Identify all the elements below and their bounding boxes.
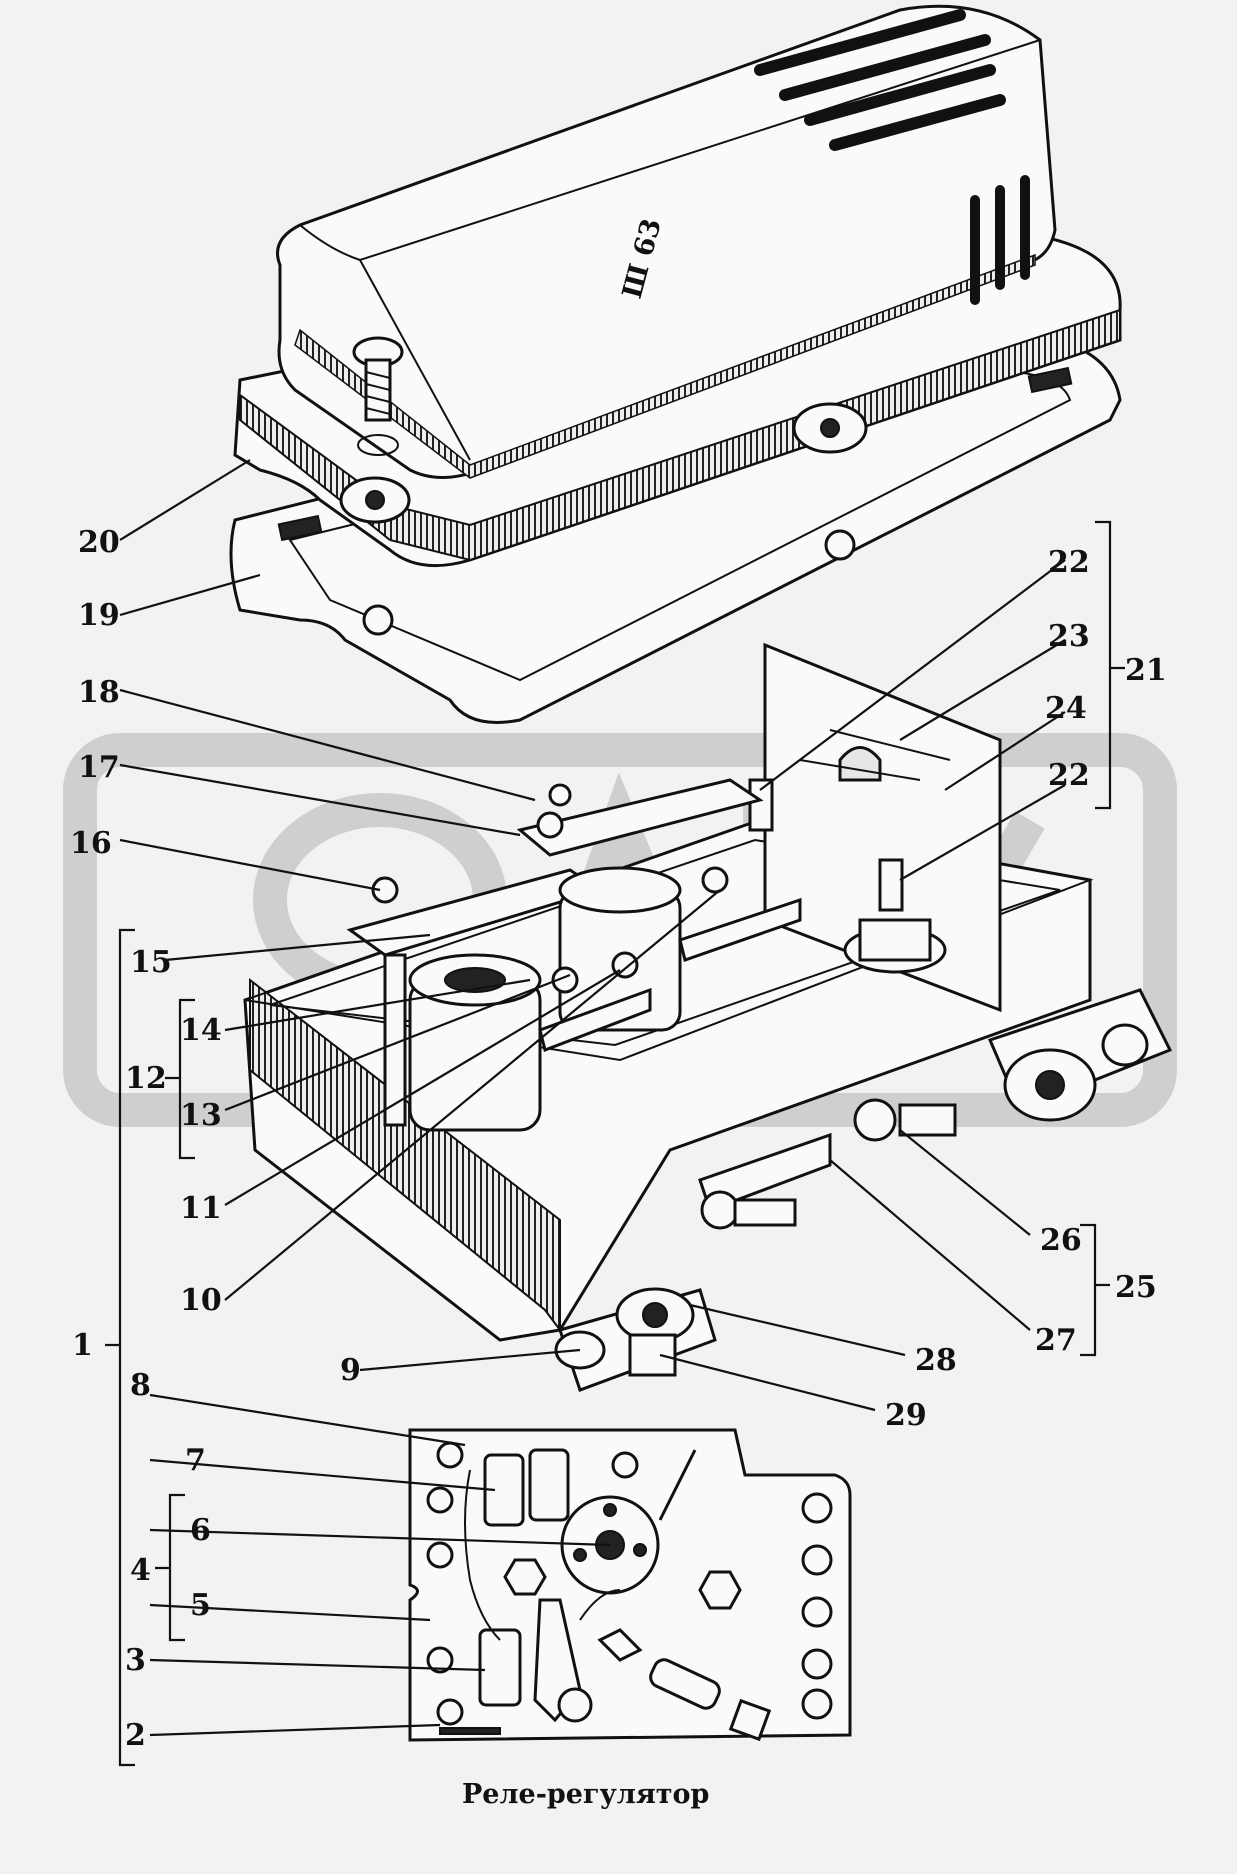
callout-6: 6: [190, 1513, 211, 1548]
diagram-caption: Реле-регулятор: [462, 1779, 709, 1810]
callout-8: 8: [130, 1368, 151, 1403]
callout-9: 9: [340, 1353, 361, 1388]
callout-18: 18: [78, 675, 120, 710]
callout-21: 21: [1125, 653, 1167, 688]
bottom-panel: [408, 1428, 852, 1742]
callout-28: 28: [915, 1343, 957, 1378]
callout-4: 4: [130, 1553, 151, 1588]
cover: Ш 63: [233, 4, 1122, 568]
callout-29: 29: [885, 1398, 927, 1433]
callout-14: 14: [180, 1013, 222, 1048]
callout-11: 11: [180, 1191, 222, 1226]
callout-17: 17: [78, 750, 120, 785]
callout-23: 23: [1048, 619, 1090, 654]
callout-13: 13: [180, 1098, 222, 1133]
callout-27: 27: [1035, 1323, 1077, 1358]
callout-15: 15: [130, 945, 172, 980]
callout-12: 12: [125, 1061, 167, 1096]
cover-screw: [352, 336, 404, 456]
relay-base: [243, 642, 1094, 1342]
callout-5: 5: [190, 1588, 211, 1623]
leader-lines: [105, 459, 1125, 1767]
callout-2: 2: [125, 1718, 146, 1753]
callout-22a: 22: [1048, 545, 1090, 580]
callout-3: 3: [125, 1643, 146, 1678]
callout-1: 1: [72, 1328, 93, 1363]
callout-16: 16: [70, 826, 112, 861]
callout-19: 19: [78, 598, 120, 633]
callout-22b: 22: [1048, 758, 1090, 793]
callout-20: 20: [78, 525, 120, 560]
callout-24: 24: [1045, 691, 1087, 726]
cover-gasket: [229, 328, 1122, 724]
callout-26: 26: [1040, 1223, 1082, 1258]
vent-slots: [754, 9, 1030, 305]
callout-labels: 1 2 3 4 5 6 7 8 9 10 11 12 13 14 15 16 1…: [70, 525, 1167, 1753]
callout-7: 7: [185, 1443, 206, 1478]
terminals: [554, 988, 1173, 1392]
callout-25: 25: [1115, 1270, 1157, 1305]
callout-10: 10: [180, 1283, 222, 1318]
